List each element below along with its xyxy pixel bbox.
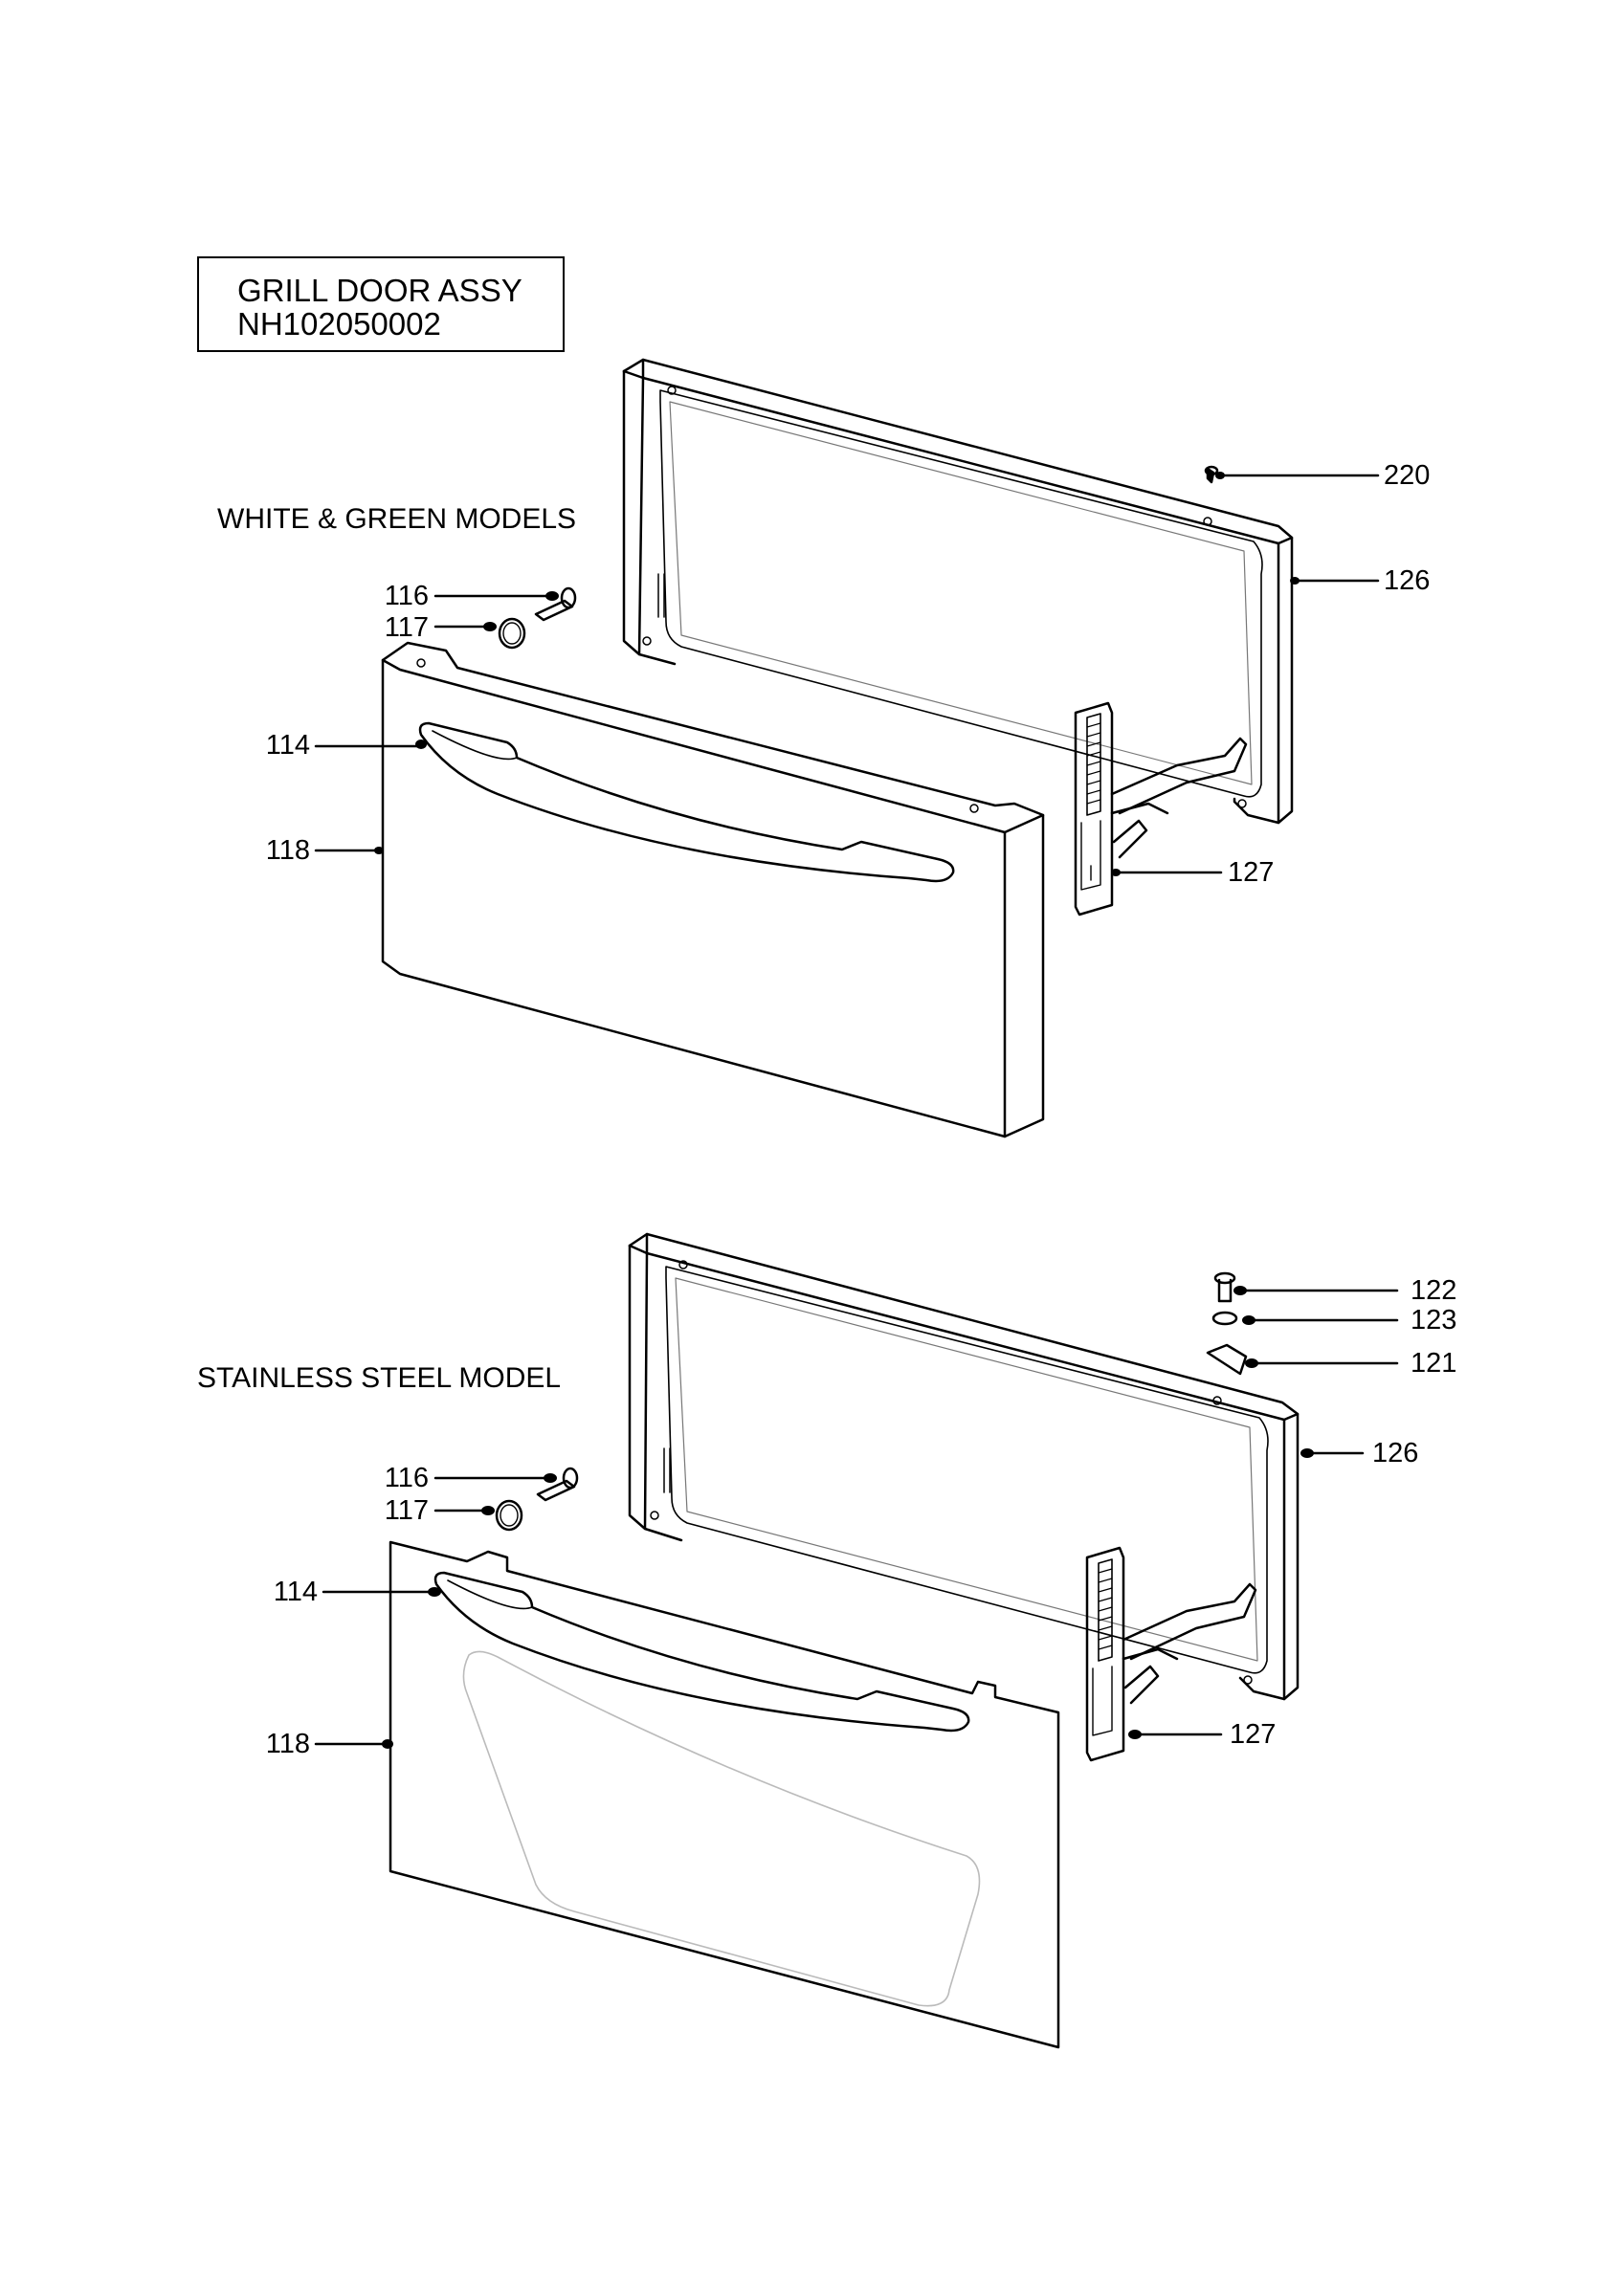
assembly-name: GRILL DOOR ASSY	[237, 273, 522, 308]
callout-126-top: 126	[1384, 565, 1431, 596]
section-label-white-green: WHITE & GREEN MODELS	[217, 503, 577, 535]
callout-116-top: 116	[384, 581, 429, 611]
screw-116-top	[534, 586, 577, 622]
callout-126-bottom: 126	[1372, 1438, 1419, 1468]
hinge-bottom	[1085, 1546, 1257, 1762]
inner-door-frame-bottom	[628, 1232, 1300, 1701]
washer-123	[1211, 1311, 1238, 1326]
inner-door-frame-top	[622, 358, 1294, 825]
washer-117-bottom	[495, 1499, 523, 1532]
handle-bottom	[433, 1571, 970, 1733]
callout-220: 220	[1384, 460, 1431, 491]
callout-114-top: 114	[265, 730, 310, 761]
outer-door-top	[381, 641, 1045, 1138]
assembly-part-number: NH102050002	[237, 306, 441, 342]
section-label-stainless: STAINLESS STEEL MODEL	[197, 1362, 562, 1394]
clip-121	[1206, 1343, 1248, 1376]
callout-127-top: 127	[1228, 857, 1275, 888]
callout-116-bottom: 116	[384, 1463, 429, 1493]
hinge-top	[1074, 701, 1248, 916]
callout-117-top: 117	[384, 612, 429, 643]
screw-220	[1204, 465, 1219, 484]
screw-116-bottom	[536, 1467, 579, 1502]
handle-top	[418, 721, 955, 883]
callout-117-bottom: 117	[384, 1495, 429, 1526]
callout-127-bottom: 127	[1230, 1719, 1277, 1750]
callout-114-bottom: 114	[273, 1577, 318, 1607]
outer-door-bottom	[389, 1540, 1060, 2049]
title-box: GRILL DOOR ASSY NH102050002	[197, 256, 565, 352]
callout-118-top: 118	[265, 835, 310, 866]
washer-117-top	[498, 617, 526, 650]
callout-121: 121	[1411, 1348, 1457, 1379]
callout-123: 123	[1411, 1305, 1457, 1336]
screw-122	[1213, 1271, 1236, 1303]
callout-122: 122	[1411, 1275, 1457, 1306]
callout-118-bottom: 118	[265, 1729, 310, 1759]
